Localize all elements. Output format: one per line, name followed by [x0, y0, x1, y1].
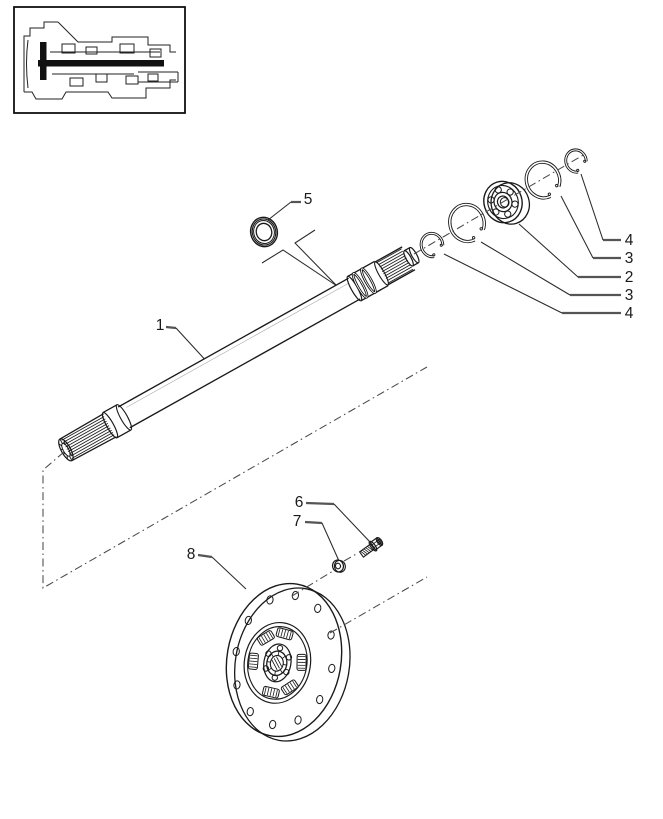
callout-1: 1 [156, 317, 165, 334]
seal-ring-part [249, 216, 279, 248]
snap-ring-left-part [448, 202, 486, 244]
offset-axis-line [42, 366, 428, 589]
shaft-part [57, 246, 420, 462]
callout-labels: 1 5 6 7 8 4 3 2 3 4 [156, 191, 634, 563]
bolt-threads [360, 546, 373, 556]
callout-4-top: 4 [625, 232, 634, 249]
bolt-axis-line [291, 552, 359, 597]
callout-4-bottom: 4 [625, 305, 634, 322]
shaft-end-face [58, 438, 74, 462]
callout-8: 8 [187, 546, 196, 563]
hub-spline-teeth [266, 651, 287, 676]
retaining-ring-right-part [564, 148, 588, 174]
disc-rim-holes [232, 590, 336, 730]
bolt-part [358, 536, 384, 558]
axis-lines [42, 153, 586, 634]
disc-axis-line [329, 576, 428, 634]
locator-thumbnail [13, 6, 186, 114]
callout-5: 5 [304, 191, 313, 208]
retaining-ring-left-part [419, 231, 445, 259]
washer-part [331, 559, 346, 573]
damper-disc-part [225, 582, 351, 742]
bearing-part [483, 180, 531, 225]
spline-teeth-bottom [61, 416, 115, 459]
callout-3-top: 3 [625, 250, 634, 267]
snap-ring-right-part [524, 160, 562, 200]
disc-hub [263, 643, 292, 683]
callout-2: 2 [625, 269, 634, 286]
callout-3-bottom: 3 [625, 287, 634, 304]
highlighted-shaft-bar [38, 60, 164, 67]
callout-6: 6 [295, 494, 304, 511]
spline-teeth-top [376, 248, 414, 284]
leader-lines [165, 173, 621, 590]
callout-7: 7 [293, 513, 302, 530]
damper-springs [247, 627, 307, 699]
